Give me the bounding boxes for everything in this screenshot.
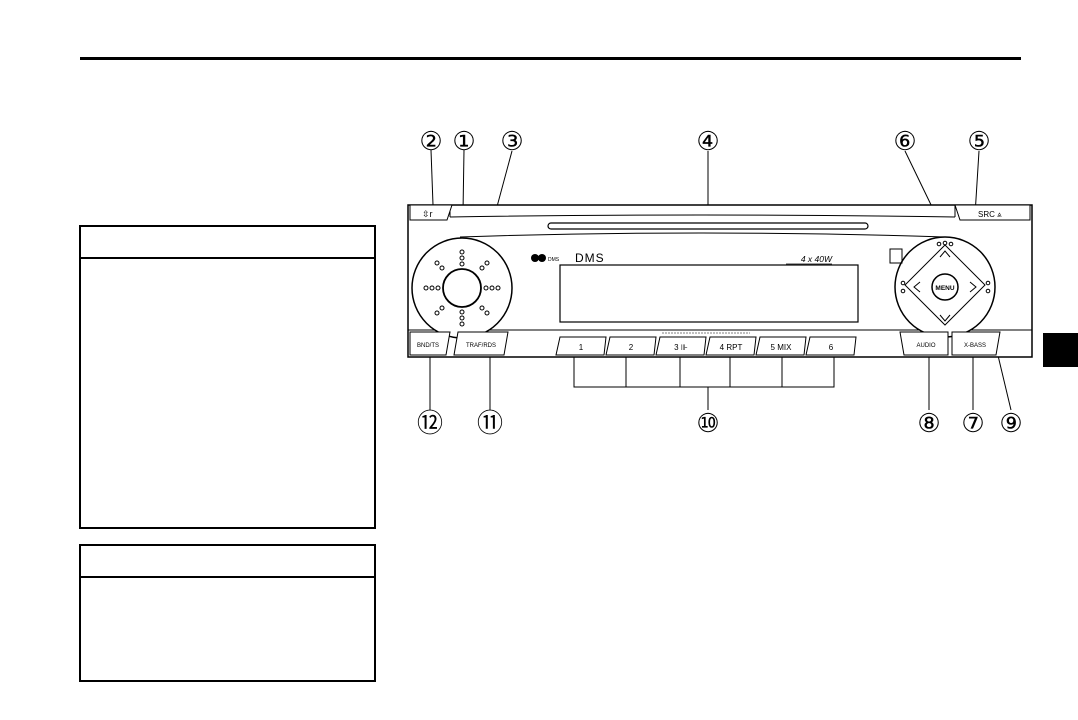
preset-buttons: 1 2 3 ⊪ 4 RPT 5 MIX 6	[555, 336, 857, 356]
leader-lines	[429, 149, 1012, 411]
dms-logo: DMS	[575, 251, 605, 265]
callout-5: ⑤	[967, 126, 990, 156]
eject-button[interactable]: ⇳r	[409, 204, 453, 221]
callout-2: ②	[419, 126, 442, 156]
arrow-down-icon	[939, 314, 951, 322]
preset-label: 2	[629, 343, 634, 352]
preset-label: 3 ⊪	[674, 343, 688, 352]
info-box-top-header	[81, 227, 374, 259]
xbass-button[interactable]: X-BASS	[951, 331, 1001, 356]
callout-3: ③	[500, 126, 523, 156]
volume-knob[interactable]	[411, 237, 513, 339]
disc-logo	[889, 248, 903, 264]
xbass-label: X-BASS	[964, 343, 986, 349]
callout-4: ④	[696, 126, 719, 156]
preset-bracket	[573, 356, 835, 388]
callout-11: ⑪	[477, 408, 503, 438]
display-window	[559, 264, 859, 323]
preset-button-2[interactable]: 2	[605, 336, 657, 356]
eject-button-label: ⇳r	[422, 209, 433, 219]
info-box-bottom	[79, 544, 376, 682]
src-button-label: SRC ⩓	[978, 210, 1002, 219]
callout-10: ⑩	[696, 408, 719, 438]
preset-button-4[interactable]: 4 RPT	[705, 336, 757, 356]
navigation-pad[interactable]	[894, 236, 996, 338]
section-tab-marker	[1043, 333, 1078, 367]
callout-12: ⑫	[417, 408, 443, 438]
audio-button[interactable]: AUDIO	[899, 331, 949, 356]
preset-button-6[interactable]: 6	[805, 336, 857, 356]
cd-slot[interactable]	[547, 222, 869, 230]
callout-7: ⑦	[961, 408, 984, 438]
callout-1: ①	[452, 126, 475, 156]
arrow-right-icon	[969, 281, 977, 293]
traf-rds-button[interactable]: TRAF/RDS	[453, 331, 509, 356]
preset-label: 1	[579, 343, 584, 352]
callout-9: ⑨	[999, 408, 1022, 438]
src-button[interactable]: SRC ⩓	[954, 204, 1031, 221]
traf-rds-label: TRAF/RDS	[466, 343, 496, 349]
preset-label: 4 RPT	[720, 343, 743, 352]
bnd-ts-label: BND/TS	[417, 343, 439, 349]
bnd-ts-button[interactable]: BND/TS	[409, 331, 451, 356]
preset-button-1[interactable]: 1	[555, 336, 607, 356]
menu-button-label[interactable]: MENU	[935, 285, 954, 292]
info-box-top	[79, 225, 376, 529]
audio-label: AUDIO	[916, 343, 935, 349]
preset-button-3[interactable]: 3 ⊪	[655, 336, 707, 356]
preset-button-5[interactable]: 5 MIX	[755, 336, 807, 356]
header-rule	[80, 57, 1021, 60]
arrow-up-icon	[939, 250, 951, 258]
arrow-left-icon	[913, 281, 921, 293]
callout-6: ⑥	[893, 126, 916, 156]
callout-8: ⑧	[917, 408, 940, 438]
preset-label: 6	[829, 343, 834, 352]
preset-label: 5 MIX	[771, 343, 793, 352]
brand-logos: DMS	[531, 248, 903, 264]
power-rating-label: 4 x 40W	[801, 254, 833, 264]
svg-text:DMS: DMS	[548, 257, 560, 263]
info-box-bottom-header	[81, 546, 374, 578]
radio-diagram: DMS DMS 4 x 40W MENU ⇳r SRC ⩓ BND/TS TRA…	[407, 126, 1033, 438]
